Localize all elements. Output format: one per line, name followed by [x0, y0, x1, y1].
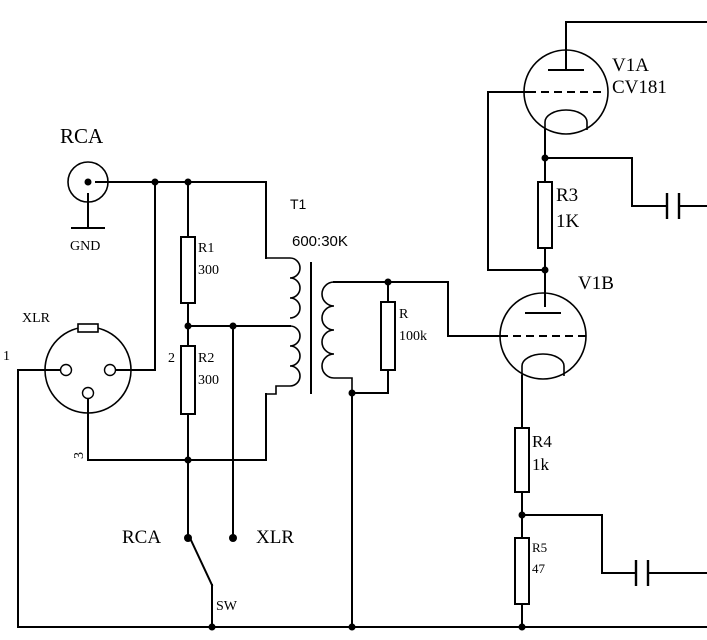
label-pin1: 1 [3, 349, 10, 364]
output-capacitor-1 [665, 193, 681, 219]
transformer-t1-symbol [266, 257, 353, 395]
junction-dots [151, 154, 549, 631]
xlr-connector-symbol [44, 323, 132, 414]
label-t1-ratio: 600:30K [292, 233, 348, 250]
label-r3-name: R3 [556, 185, 578, 206]
output-capacitor-2 [634, 560, 650, 586]
switch-contact-xlr [229, 534, 237, 542]
resistor-r3 [537, 181, 553, 249]
label-r5-name: R5 [532, 540, 547, 555]
label-sw-rca: RCA [122, 527, 161, 548]
resistor-r [380, 301, 396, 371]
label-r-name: R [399, 307, 409, 322]
label-r3-value: 1K [556, 211, 580, 232]
label-v1a-type: CV181 [612, 77, 667, 98]
label-r4-value: 1k [532, 455, 550, 474]
label-r-value: 100k [399, 329, 427, 344]
label-sw-xlr: XLR [256, 527, 294, 548]
resistor-r4 [514, 427, 530, 493]
label-r2-name: R2 [198, 351, 214, 366]
label-gnd: GND [70, 239, 100, 254]
label-rca-top: RCA [60, 124, 104, 148]
label-xlr: XLR [22, 311, 51, 326]
rca-jack-symbol [67, 161, 109, 203]
label-sw-name: SW [216, 599, 238, 614]
label-r2-value: 300 [198, 373, 219, 388]
label-v1a-name: V1A [612, 55, 649, 76]
tube-v1a-symbol [523, 49, 609, 135]
resistor-r2 [180, 345, 196, 415]
label-v1b-name: V1B [578, 273, 614, 294]
resistor-r1 [180, 236, 196, 304]
label-pin2: 2 [168, 351, 175, 366]
label-r4-name: R4 [532, 432, 552, 451]
label-pin3: 3 [72, 452, 87, 459]
labels: RCA GND XLR 1 2 3 R1 300 R2 300 T1 600:3… [3, 55, 667, 614]
label-r1-name: R1 [198, 241, 214, 256]
label-r5-value: 47 [532, 561, 546, 576]
wires [17, 21, 707, 628]
tube-v1b-symbol [499, 292, 587, 380]
label-t1-name: T1 [290, 196, 307, 212]
resistor-r5 [514, 537, 530, 605]
switch-contact-rca [184, 534, 192, 542]
label-r1-value: 300 [198, 263, 219, 278]
